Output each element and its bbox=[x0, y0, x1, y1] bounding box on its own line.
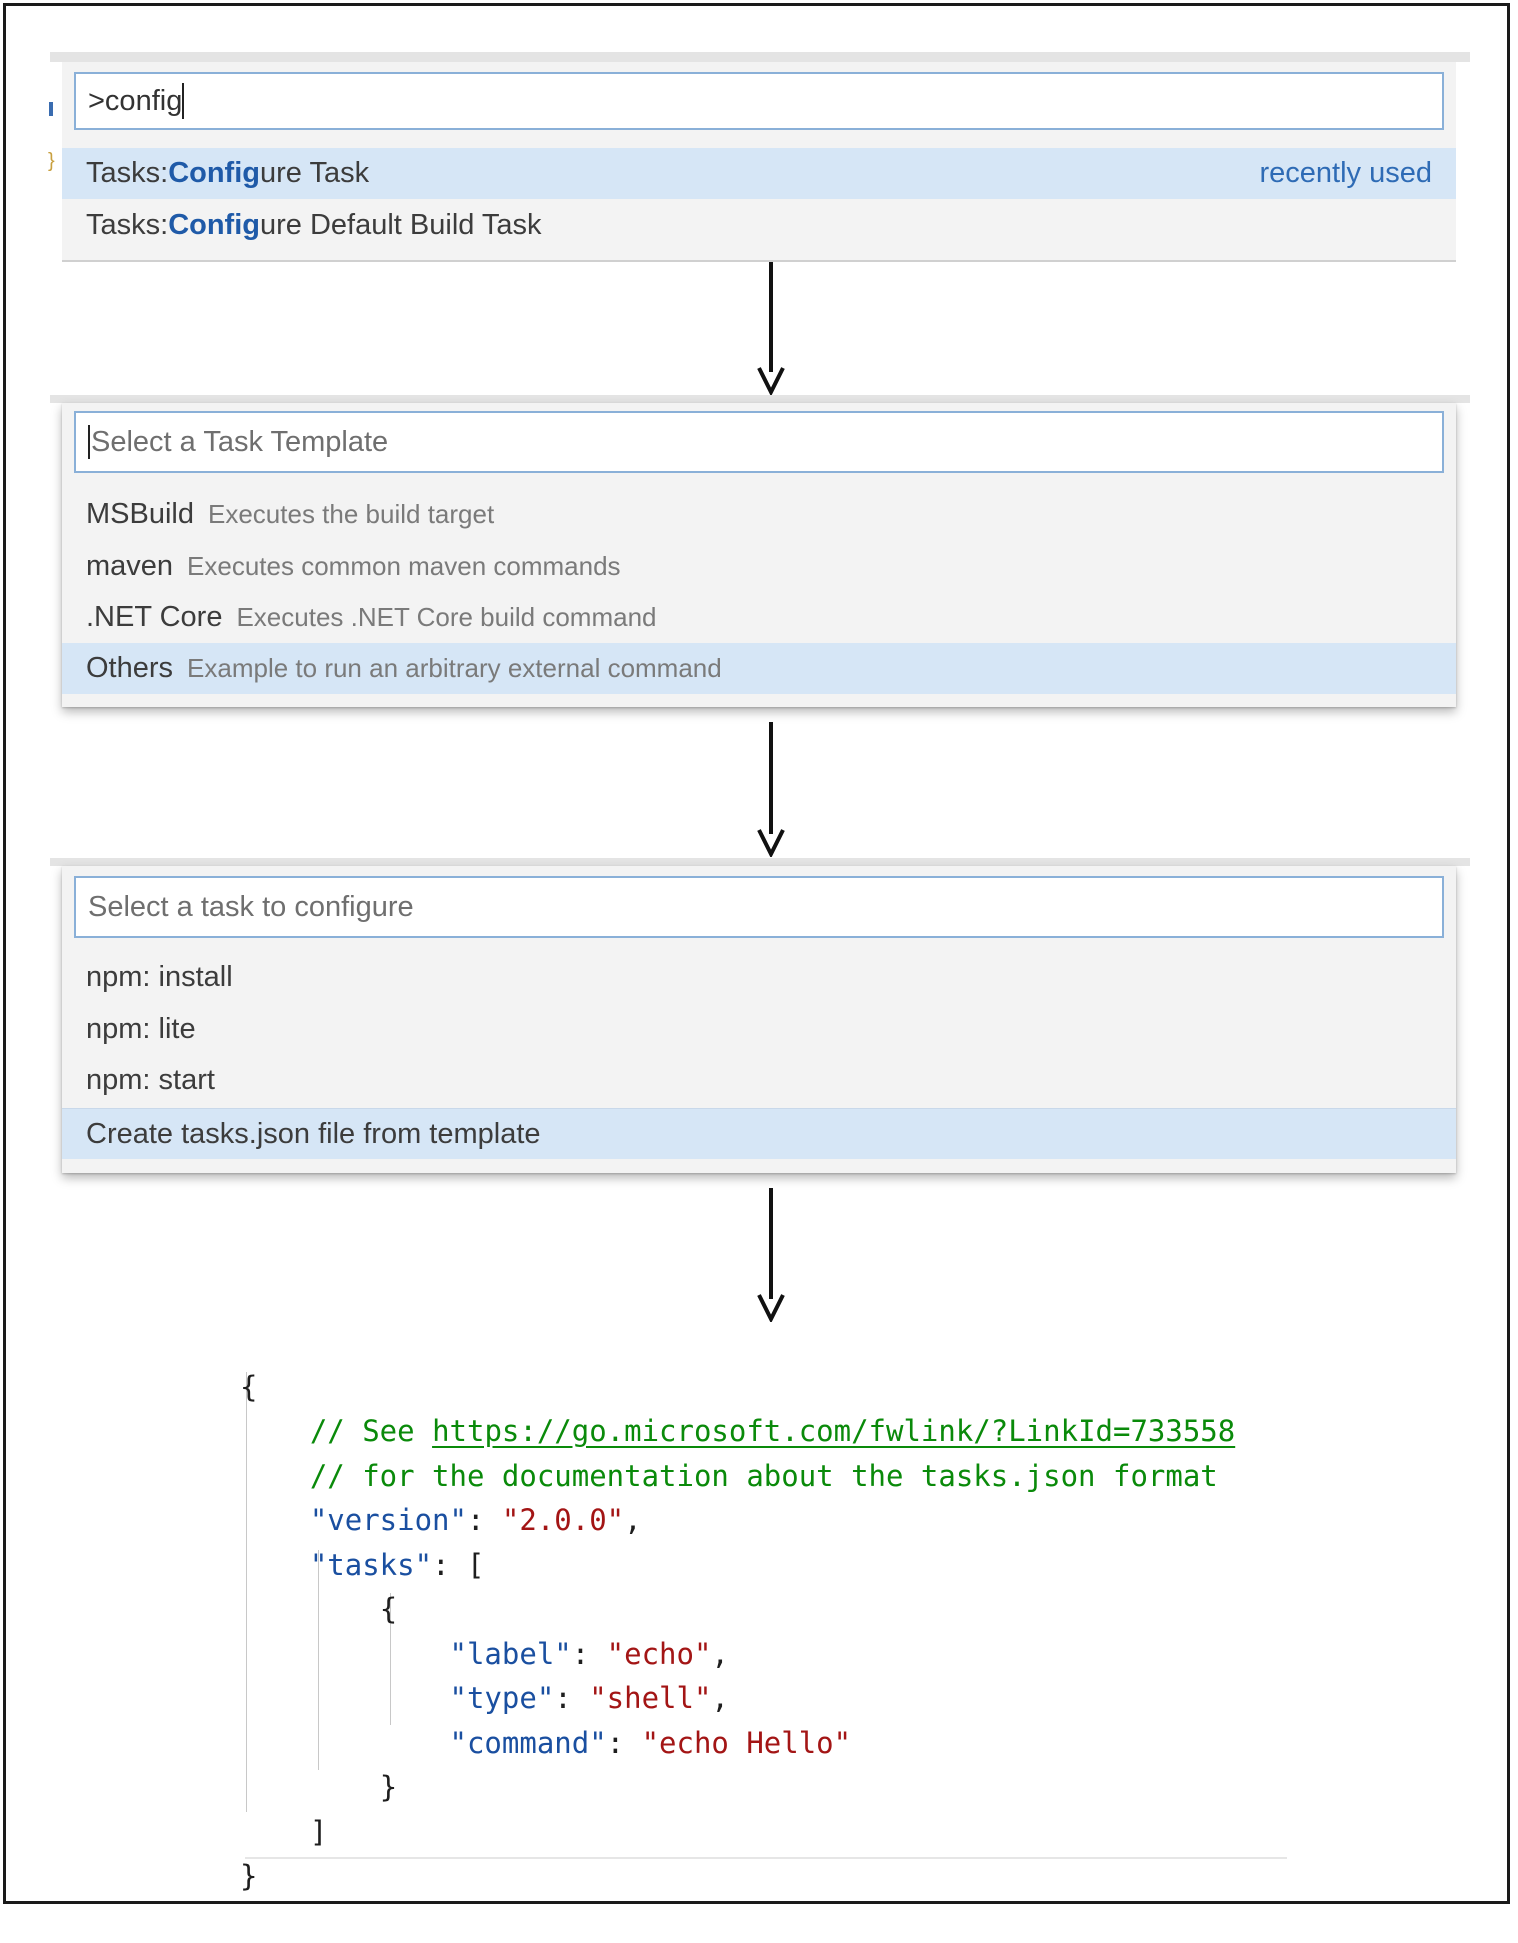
code-line: ] bbox=[309, 1814, 328, 1849]
command-palette-input[interactable]: >config bbox=[74, 72, 1444, 130]
flow-arrow-3 bbox=[756, 1188, 786, 1322]
template-item-label: maven bbox=[86, 550, 174, 582]
template-item-description: Example to run an arbitrary external com… bbox=[187, 653, 722, 683]
indent-guide bbox=[390, 1593, 391, 1725]
recently-used-label: recently used bbox=[1259, 157, 1433, 189]
task-item-npm-install[interactable]: npm: install bbox=[62, 952, 1456, 1003]
palette-item-prefix: Tasks: bbox=[86, 209, 169, 241]
text-caret bbox=[88, 425, 90, 459]
figure-frame bbox=[3, 3, 1510, 1904]
template-item-others[interactable]: Others Example to run an arbitrary extern… bbox=[62, 643, 1456, 694]
template-item-msbuild[interactable]: MSBuild Executes the build target bbox=[62, 489, 1456, 540]
documentation-link[interactable]: https://go.microsoft.com/fwlink/?LinkId=… bbox=[432, 1414, 1236, 1448]
code-line-comment: // for the documentation about the tasks… bbox=[309, 1458, 1218, 1493]
editor-top-strip bbox=[50, 395, 1470, 403]
flow-arrow-1 bbox=[756, 262, 786, 395]
task-template-placeholder: Select a Task Template bbox=[91, 425, 389, 458]
editor-gutter-brace: } bbox=[48, 150, 55, 172]
template-item-description: Executes .NET Core build command bbox=[236, 602, 657, 632]
task-item-label: npm: install bbox=[86, 961, 233, 993]
palette-item-rest: ure Default Build Task bbox=[260, 209, 542, 241]
code-line: { bbox=[240, 1369, 258, 1404]
code-line-type: "type": "shell", bbox=[449, 1681, 729, 1715]
task-configure-input[interactable]: Select a task to configure bbox=[74, 876, 1444, 938]
indent-guide bbox=[318, 1550, 319, 1770]
palette-divider bbox=[62, 260, 1456, 262]
template-item-label: .NET Core bbox=[86, 601, 223, 633]
task-item-npm-start[interactable]: npm: start bbox=[62, 1055, 1456, 1106]
code-line-label: "label": "echo", bbox=[449, 1636, 729, 1671]
template-item-label: Others bbox=[86, 652, 174, 684]
task-template-input[interactable]: Select a Task Template bbox=[74, 411, 1444, 473]
editor-gutter-mark bbox=[49, 102, 53, 116]
code-line: } bbox=[240, 1859, 258, 1893]
command-palette-input-value: >config bbox=[88, 84, 183, 117]
code-line: { bbox=[379, 1592, 398, 1626]
editor-bottom-rule bbox=[245, 1857, 1287, 1859]
task-configure-placeholder: Select a task to configure bbox=[88, 890, 414, 923]
task-item-label: npm: start bbox=[86, 1064, 215, 1096]
template-item-description: Executes common maven commands bbox=[187, 551, 621, 581]
palette-item-rest: ure Task bbox=[260, 157, 370, 189]
task-item-npm-lite[interactable]: npm: lite bbox=[62, 1004, 1456, 1055]
task-item-label: Create tasks.json file from template bbox=[86, 1117, 541, 1150]
code-line-tasks: "tasks": [ bbox=[309, 1547, 485, 1582]
template-item-label: MSBuild bbox=[86, 498, 194, 530]
editor-top-strip bbox=[50, 52, 1470, 62]
text-caret bbox=[182, 83, 185, 119]
template-item-dotnet-core[interactable]: .NET Core Executes .NET Core build comman… bbox=[62, 592, 1456, 643]
template-item-maven[interactable]: maven Executes common maven commands bbox=[62, 541, 1456, 592]
task-item-label: npm: lite bbox=[86, 1013, 196, 1045]
task-template-picker: Select a Task Template MSBuild Executes t… bbox=[62, 403, 1456, 707]
task-item-create-tasks-json[interactable]: Create tasks.json file from template bbox=[62, 1108, 1456, 1159]
task-configure-picker: Select a task to configure npm: install … bbox=[62, 866, 1456, 1173]
indent-guide bbox=[246, 1372, 247, 1812]
template-item-description: Executes the build target bbox=[208, 499, 495, 529]
code-line-comment-link: // See https://go.microsoft.com/fwlink/?… bbox=[309, 1414, 1236, 1448]
flow-arrow-2 bbox=[756, 722, 786, 857]
code-line: } bbox=[379, 1770, 398, 1804]
palette-item-match-highlight: Config bbox=[168, 209, 260, 241]
tasks-json-code: { // See https://go.microsoft.com/fwlink… bbox=[240, 1320, 1290, 1943]
code-line-command: "command": "echo Hello" bbox=[449, 1725, 852, 1760]
editor-top-strip bbox=[50, 858, 1470, 866]
palette-item-prefix: Tasks: bbox=[86, 157, 169, 189]
palette-item-match-highlight: Config bbox=[168, 157, 260, 189]
code-line-version: "version": "2.0.0", bbox=[309, 1503, 642, 1537]
